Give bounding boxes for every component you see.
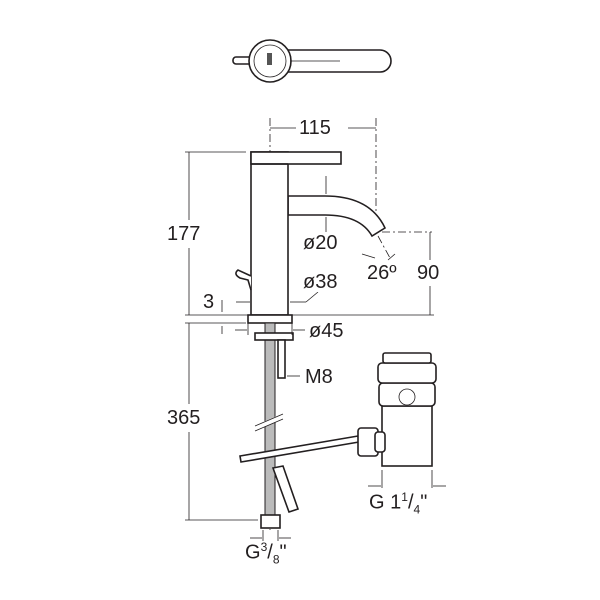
waste-thread-unit: " (420, 491, 428, 514)
faucet-body (235, 151, 387, 529)
dim-hose-length: 365 (166, 407, 202, 429)
waste-thread-den: 4 (413, 502, 421, 517)
hose-thread-num: 3 (260, 540, 268, 554)
top-view (232, 39, 392, 83)
dim-base-thickness: 3 (202, 291, 216, 313)
dim-height: 177 (166, 223, 202, 245)
brand-logo-mark (267, 53, 272, 65)
dim-spout-angle: 26º (366, 262, 398, 284)
hose-thread-den: 8 (272, 552, 280, 567)
pop-up-waste (239, 352, 437, 514)
dim-base-diameter: ø45 (308, 320, 345, 342)
waste-thread-base: G 1 (369, 491, 402, 514)
dim-hose-connection: G3/8" (244, 540, 288, 567)
dim-spout-diameter: ø20 (302, 232, 339, 254)
dim-waste-connection: G 11/4" (368, 490, 429, 517)
dim-fixing-rod: M8 (304, 366, 334, 388)
waste-thread-num: 1 (401, 490, 408, 504)
dim-reach: 115 (298, 117, 332, 139)
dimension-lines (185, 127, 446, 542)
hose-thread-unit: " (279, 541, 287, 564)
dim-body-diameter: ø38 (302, 271, 339, 293)
dim-outlet-height: 90 (416, 262, 441, 284)
hose-thread-base: G (245, 541, 261, 564)
